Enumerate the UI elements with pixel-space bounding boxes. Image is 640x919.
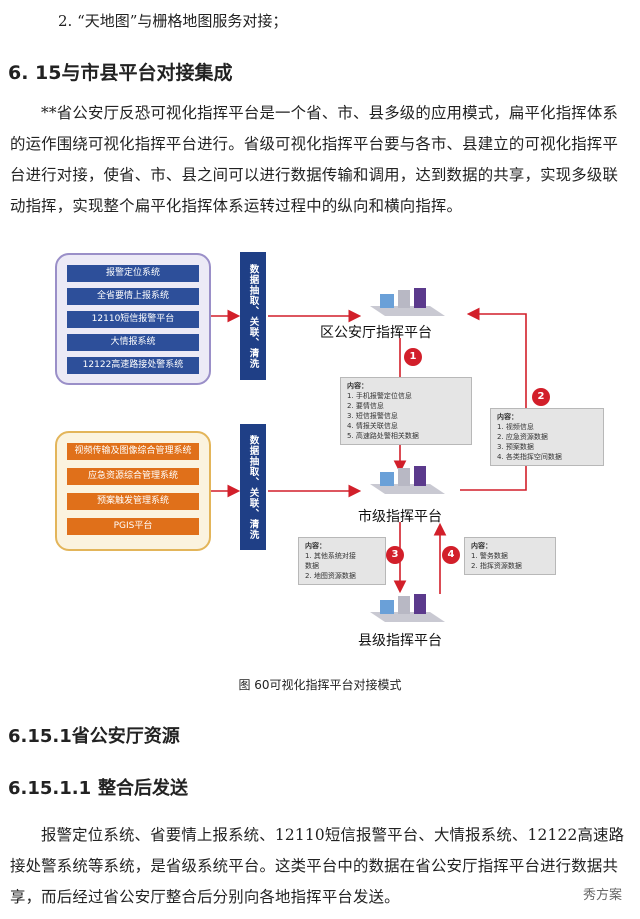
- step-badge-3: 3: [386, 546, 404, 564]
- server-cluster-icon: [370, 288, 445, 316]
- info-line: 4. 情报关联信息: [347, 422, 398, 430]
- step-badge-4: 4: [442, 546, 460, 564]
- paragraph-intro: **省公安厅反恐可视化指挥平台是一个省、市、县多级的应用模式，扁平化指挥体系的运…: [10, 104, 619, 215]
- info-title: 内容：: [347, 382, 368, 390]
- info-box-1: 内容： 1. 手机报警定位信息 2. 要情信息 3. 短信报警信息 4. 情报关…: [340, 377, 472, 445]
- system-box: 预案触发管理系统: [67, 493, 199, 510]
- system-box: 大情报系统: [67, 334, 199, 351]
- info-line: 2. 指挥资源数据: [471, 562, 522, 570]
- integration-diagram: 报警定位系统 全省要情上报系统 12110短信报警平台 大情报系统 12122高…: [40, 246, 604, 666]
- provincial-systems-group: 报警定位系统 全省要情上报系统 12110短信报警平台 大情报系统 12122高…: [55, 253, 211, 385]
- info-line: 1. 警务数据: [471, 552, 508, 560]
- info-box-2: 内容： 1. 视频信息 2. 应急资源数据 3. 预案数据 4. 各类指挥空间数…: [490, 408, 604, 466]
- info-line: 3. 预案数据: [497, 443, 534, 451]
- system-box: PGIS平台: [67, 518, 199, 535]
- system-box: 全省要情上报系统: [67, 288, 199, 305]
- watermark: 秀方案: [582, 888, 622, 903]
- county-platform-label: 县级指挥平台: [358, 633, 442, 649]
- info-line: 3. 短信报警信息: [347, 412, 398, 420]
- section-title: 6. 15与市县平台对接集成: [8, 62, 233, 84]
- info-line: 1. 其他系统对接: [305, 552, 356, 560]
- info-line: 2. 地图资源数据: [305, 572, 356, 580]
- etl-bar: 数据抽取、关联、清洗: [240, 424, 266, 550]
- paragraph-body: 报警定位系统、省要情上报系统、12110短信报警平台、大情报系统、12122高速…: [10, 826, 625, 906]
- system-box: 12122高速路接处警系统: [67, 357, 199, 374]
- subsubsection-title: 6.15.1.1 整合后发送: [8, 774, 188, 800]
- info-title: 内容：: [305, 542, 326, 550]
- system-box: 应急资源综合管理系统: [67, 468, 199, 485]
- system-box: 视频传输及图像综合管理系统: [67, 443, 199, 460]
- subsection-title: 6.15.1省公安厅资源: [8, 726, 180, 747]
- city-platform-label: 市级指挥平台: [358, 509, 442, 525]
- info-line: 2. 要情信息: [347, 402, 384, 410]
- step-badge-2: 2: [532, 388, 550, 406]
- subsubsection-text: 整合后发送: [98, 778, 188, 799]
- info-line: 2. 应急资源数据: [497, 433, 548, 441]
- resource-systems-group: 视频传输及图像综合管理系统 应急资源综合管理系统 预案触发管理系统 PGIS平台: [55, 431, 211, 551]
- etl-bar: 数据抽取、关联、清洗: [240, 252, 266, 380]
- district-platform-label: 区公安厅指挥平台: [320, 325, 432, 341]
- info-line: 数据: [305, 562, 319, 570]
- step-badge-1: 1: [404, 348, 422, 366]
- system-box: 12110短信报警平台: [67, 311, 199, 328]
- info-line: 5. 高速路处警相关数据: [347, 432, 419, 440]
- info-line: 4. 各类指挥空间数据: [497, 453, 562, 461]
- info-title: 内容：: [471, 542, 492, 550]
- info-box-3: 内容： 1. 其他系统对接 数据 2. 地图资源数据: [298, 537, 386, 585]
- server-cluster-icon: [370, 594, 445, 622]
- info-line: 1. 手机报警定位信息: [347, 392, 412, 400]
- info-box-4: 内容： 1. 警务数据 2. 指挥资源数据: [464, 537, 556, 575]
- server-cluster-icon: [370, 466, 445, 494]
- info-line: 1. 视频信息: [497, 423, 534, 431]
- system-box: 报警定位系统: [67, 265, 199, 282]
- subsubsection-number: 6.15.1.1: [8, 778, 92, 799]
- list-item: 2. “天地图”与栅格地图服务对接；: [58, 12, 288, 30]
- info-title: 内容：: [497, 413, 518, 421]
- figure-caption: 图 60可视化指挥平台对接模式: [238, 678, 402, 692]
